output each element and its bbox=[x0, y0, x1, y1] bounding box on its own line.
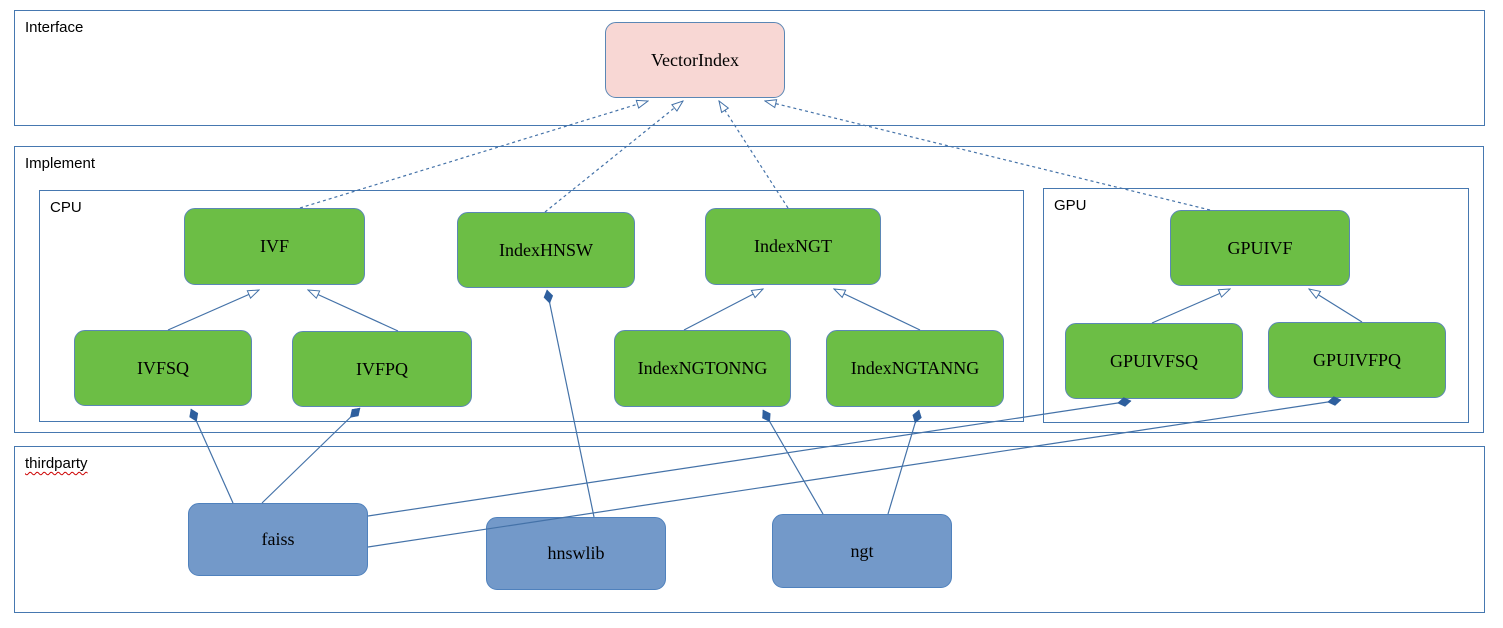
node-gpuivfsq[interactable]: GPUIVFSQ bbox=[1065, 323, 1243, 399]
node-hnswlib-label: hnswlib bbox=[547, 543, 605, 563]
node-gpuivf[interactable]: GPUIVF bbox=[1170, 210, 1350, 286]
thirdparty-section-label: thirdparty bbox=[25, 455, 88, 472]
node-hnswlib[interactable]: hnswlib bbox=[486, 517, 666, 590]
node-ivfpq[interactable]: IVFPQ bbox=[292, 331, 472, 407]
node-ngt-label: ngt bbox=[850, 540, 874, 561]
node-indexhnsw[interactable]: IndexHNSW bbox=[457, 212, 635, 288]
node-vectorindex[interactable]: VectorIndex bbox=[605, 22, 785, 98]
node-ivfsq-label: IVFSQ bbox=[136, 357, 189, 378]
node-gpuivfsq-label: GPUIVFSQ bbox=[1109, 350, 1199, 371]
node-faiss[interactable]: faiss bbox=[188, 503, 368, 576]
node-gpuivfpq[interactable]: GPUIVFPQ bbox=[1268, 322, 1446, 398]
node-indexngtonng-label: IndexNGTONNG bbox=[637, 358, 768, 378]
node-indexngtonng[interactable]: IndexNGTONNG bbox=[614, 330, 791, 407]
node-vectorindex-label: VectorIndex bbox=[651, 49, 739, 70]
node-gpuivfpq-label: GPUIVFPQ bbox=[1312, 349, 1402, 370]
gpu-section-label: GPU bbox=[1054, 197, 1087, 214]
node-ivfpq-label: IVFPQ bbox=[355, 358, 408, 379]
cpu-section-label: CPU bbox=[50, 199, 82, 216]
node-indexngt-label: IndexNGT bbox=[754, 236, 832, 256]
implement-section-label: Implement bbox=[25, 155, 96, 172]
node-indexhnsw-label: IndexHNSW bbox=[499, 239, 593, 260]
node-ivf-label: IVF bbox=[259, 236, 289, 256]
node-indexngtanng-label: IndexNGTANNG bbox=[850, 358, 980, 378]
interface-section-label: Interface bbox=[25, 19, 84, 36]
node-indexngtanng[interactable]: IndexNGTANNG bbox=[826, 330, 1004, 407]
node-faiss-label: faiss bbox=[261, 529, 295, 549]
node-indexngt[interactable]: IndexNGT bbox=[705, 208, 881, 285]
node-gpuivf-label: GPUIVF bbox=[1227, 237, 1293, 258]
node-ivfsq[interactable]: IVFSQ bbox=[74, 330, 252, 406]
node-ivf[interactable]: IVF bbox=[184, 208, 365, 285]
node-ngt[interactable]: ngt bbox=[772, 514, 952, 588]
